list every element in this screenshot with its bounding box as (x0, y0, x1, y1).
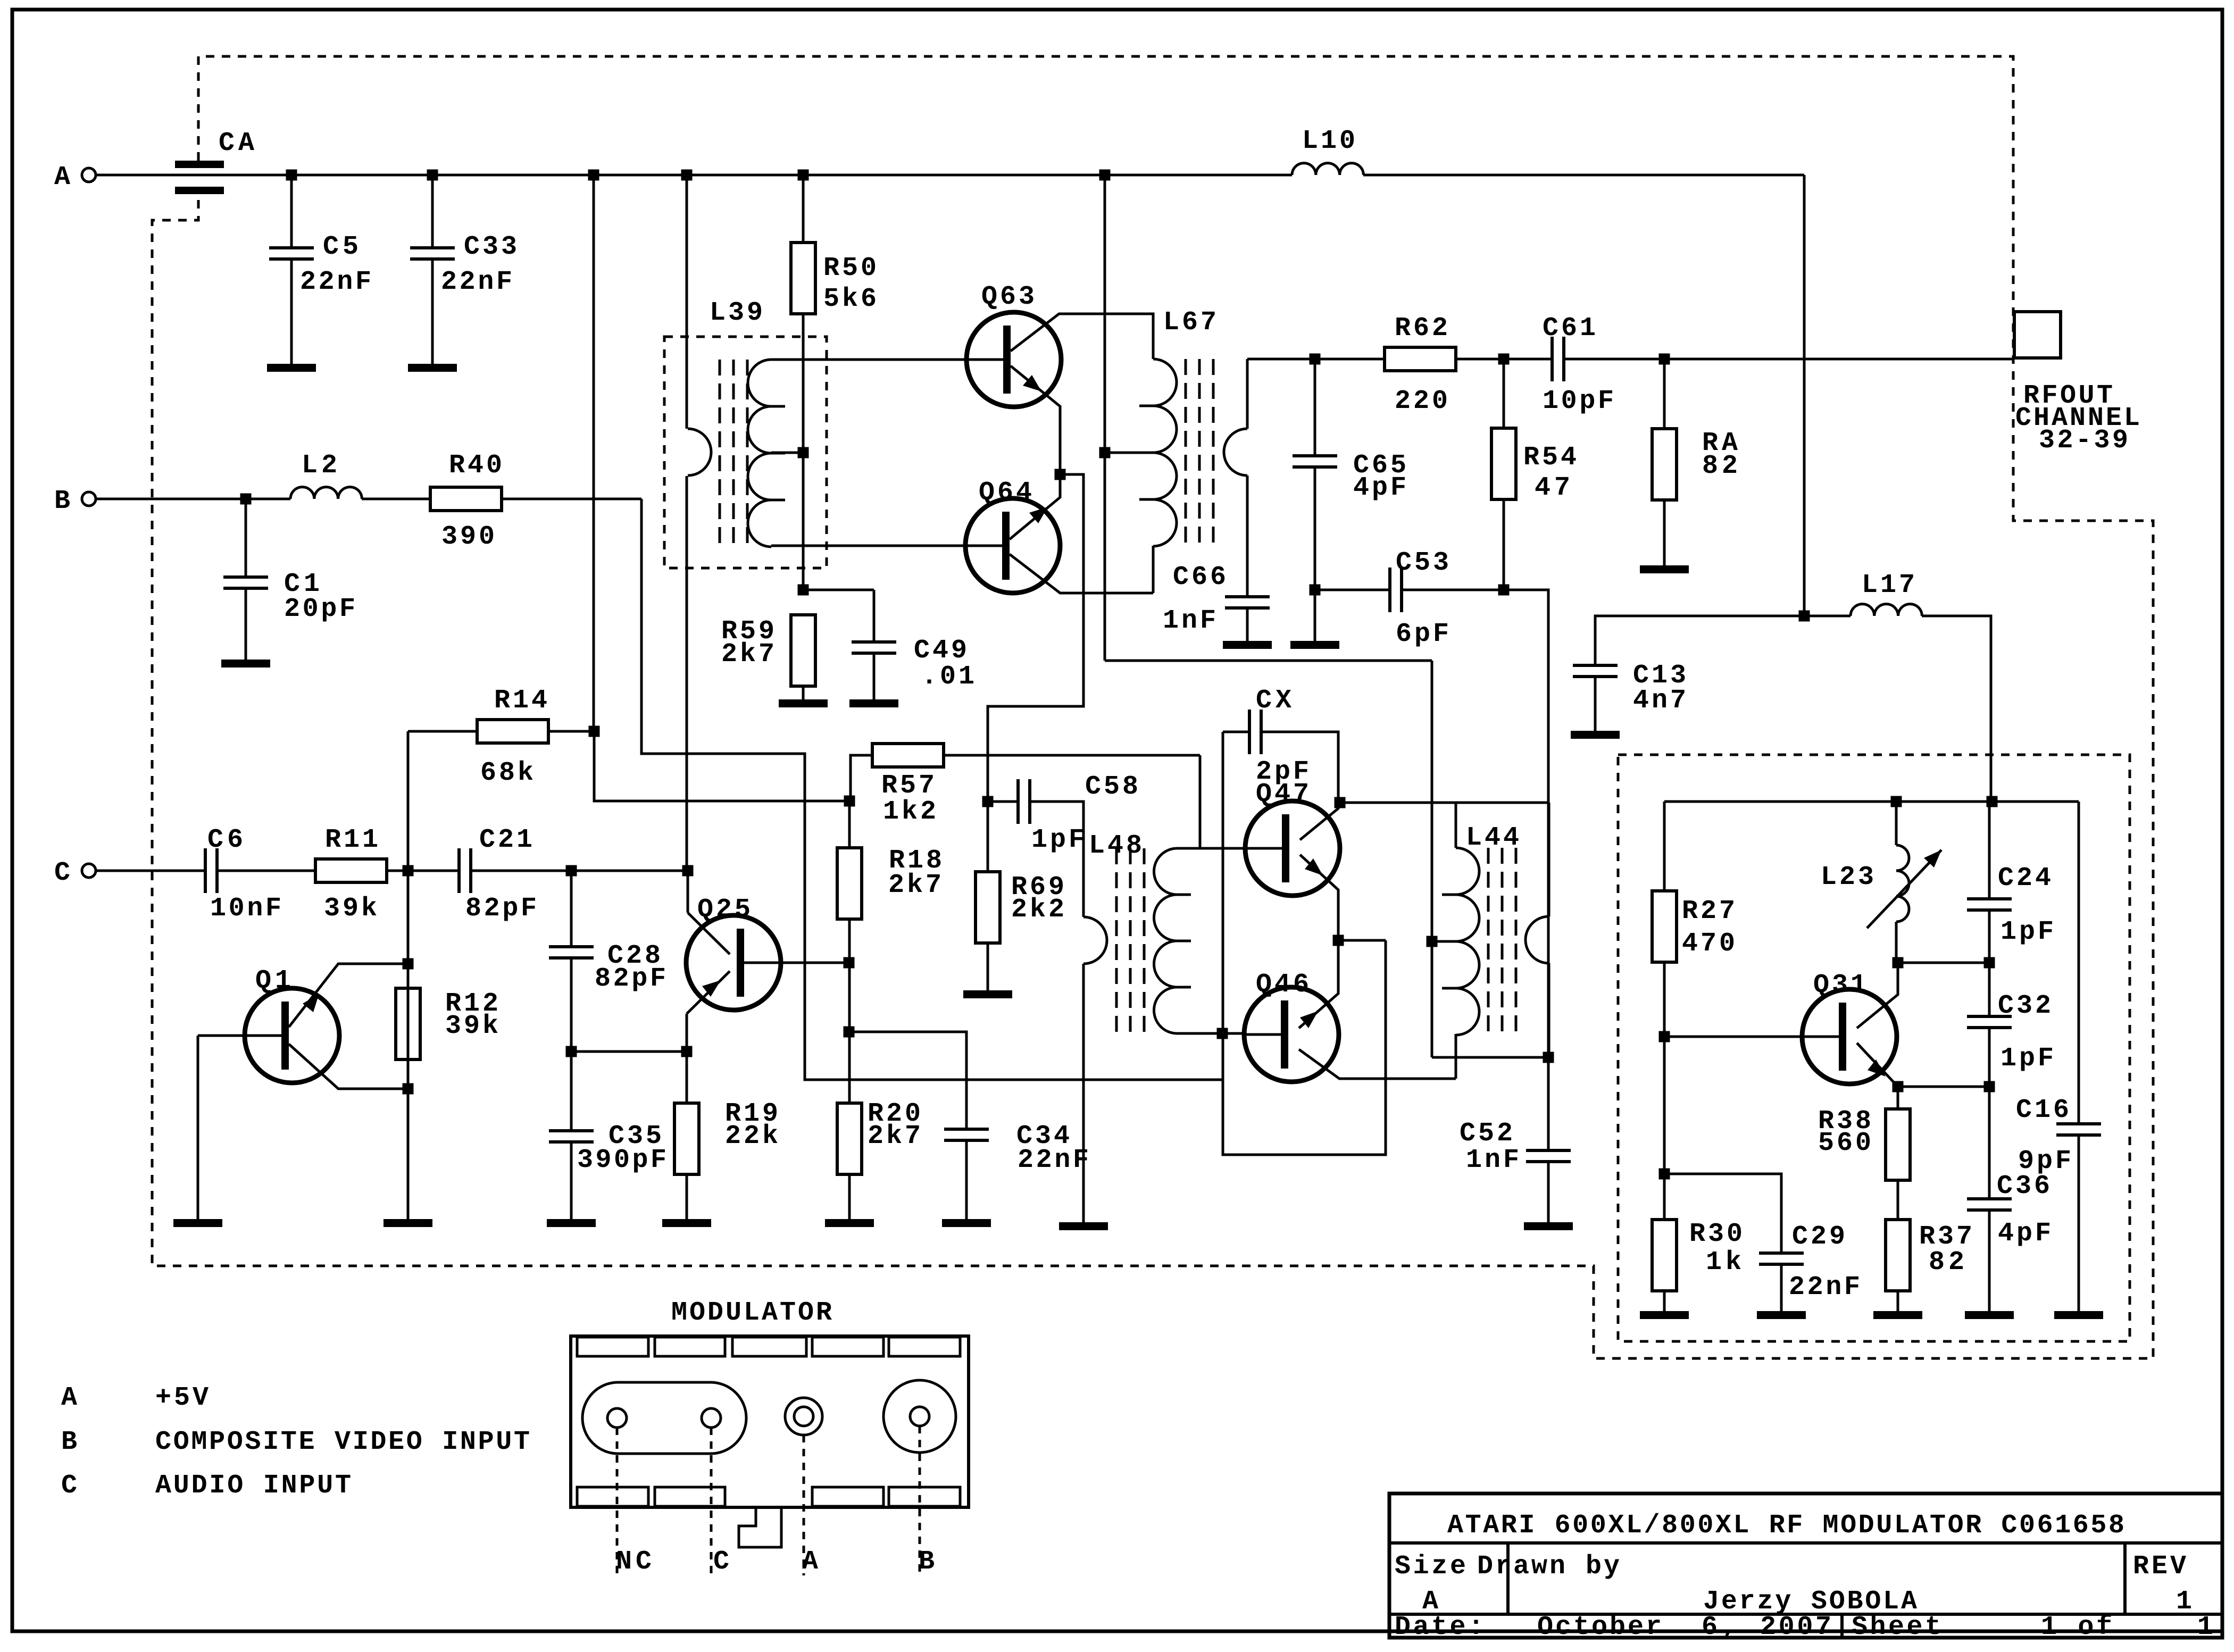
svg-text:220: 220 (1395, 386, 1448, 416)
svg-text:Q31: Q31 (1813, 970, 1866, 1000)
svg-text:1pF: 1pF (2000, 1044, 2054, 1074)
svg-text:R27: R27 (1682, 896, 1735, 927)
svg-text:R57: R57 (881, 771, 935, 801)
svg-text:390pF: 390pF (577, 1145, 666, 1175)
svg-text:B: B (919, 1547, 935, 1577)
svg-text:L44: L44 (1466, 823, 1519, 853)
svg-text:COMPOSITE VIDEO INPUT: COMPOSITE VIDEO INPUT (155, 1427, 530, 1457)
svg-text:B: B (54, 486, 70, 516)
svg-text:C35: C35 (608, 1121, 662, 1152)
svg-text:L10: L10 (1302, 126, 1355, 156)
svg-text:39k: 39k (445, 1011, 498, 1041)
svg-text:C52: C52 (1460, 1119, 1513, 1149)
svg-text:.01: .01 (921, 662, 974, 692)
svg-text:R20: R20 (868, 1099, 921, 1129)
svg-text:390: 390 (441, 522, 495, 552)
svg-text:R14: R14 (494, 686, 547, 716)
svg-text:1: 1 (2197, 1612, 2213, 1642)
svg-text:6pF: 6pF (1396, 619, 1449, 649)
svg-text:October: October (1537, 1612, 1662, 1642)
svg-text:A: A (54, 162, 70, 193)
svg-text:R50: R50 (823, 253, 877, 283)
svg-text:C21: C21 (479, 825, 532, 855)
svg-text:+5V: +5V (155, 1383, 209, 1413)
svg-text:MODULATOR: MODULATOR (671, 1298, 832, 1328)
svg-text:R30: R30 (1689, 1219, 1743, 1249)
svg-text:C13: C13 (1633, 661, 1686, 691)
svg-text:22k: 22k (725, 1121, 778, 1152)
svg-text:4pF: 4pF (1998, 1219, 2051, 1249)
svg-text:C34: C34 (1016, 1121, 1070, 1152)
svg-text:REV: REV (2133, 1551, 2186, 1582)
svg-text:39k: 39k (324, 894, 377, 924)
svg-text:L23: L23 (1821, 862, 1874, 892)
svg-text:C36: C36 (1997, 1171, 2050, 1202)
svg-text:1pF: 1pF (2000, 917, 2054, 947)
svg-text:9pF: 9pF (2018, 1146, 2071, 1177)
svg-text:C: C (54, 858, 70, 888)
svg-text:Sheet: Sheet (1852, 1612, 1941, 1642)
svg-text:CHANNEL: CHANNEL (2015, 403, 2140, 433)
svg-text:RFOUT: RFOUT (2023, 381, 2113, 411)
svg-text:C33: C33 (464, 232, 517, 262)
svg-text:R11: R11 (325, 825, 378, 855)
svg-text:4n7: 4n7 (1633, 686, 1686, 716)
svg-text:C32: C32 (1998, 991, 2051, 1021)
svg-text:C16: C16 (2016, 1095, 2069, 1125)
svg-text:C65: C65 (1353, 450, 1406, 481)
svg-text:1nF: 1nF (1466, 1145, 1519, 1175)
svg-text:C58: C58 (1085, 772, 1138, 802)
svg-text:R37: R37 (1919, 1222, 1972, 1252)
svg-text:R59: R59 (721, 616, 774, 647)
svg-text:C61: C61 (1543, 313, 1596, 344)
svg-text:C28: C28 (607, 941, 661, 971)
svg-text:2k7: 2k7 (721, 639, 774, 670)
svg-text:Q64: Q64 (979, 478, 1032, 508)
svg-text:Q63: Q63 (981, 282, 1035, 312)
svg-text:2k7: 2k7 (868, 1121, 921, 1152)
svg-text:R54: R54 (1523, 443, 1577, 473)
svg-text:Q25: Q25 (697, 895, 751, 925)
svg-text:5k6: 5k6 (823, 284, 877, 314)
svg-text:C: C (713, 1547, 729, 1577)
svg-text:2k7: 2k7 (888, 870, 941, 900)
svg-text:A: A (1422, 1587, 1438, 1617)
svg-text:1nF: 1nF (1163, 606, 1216, 636)
svg-text:R18: R18 (889, 846, 942, 876)
svg-text:68k: 68k (480, 758, 534, 788)
svg-text:L67: L67 (1163, 307, 1216, 338)
svg-text:A: A (61, 1383, 77, 1413)
svg-text:C53: C53 (1396, 548, 1449, 578)
svg-text:C29: C29 (1792, 1222, 1845, 1252)
svg-text:Q46: Q46 (1256, 970, 1309, 1000)
svg-text:R38: R38 (1818, 1106, 1871, 1137)
svg-text:L39: L39 (710, 298, 763, 328)
svg-text:32-39: 32-39 (2039, 425, 2128, 456)
svg-text:2k2: 2k2 (1011, 895, 1064, 925)
svg-text:B: B (61, 1427, 77, 1457)
svg-text:L17: L17 (1862, 570, 1915, 600)
svg-text:560: 560 (1818, 1128, 1871, 1158)
svg-text:R62: R62 (1395, 313, 1448, 344)
svg-text:R12: R12 (445, 989, 498, 1019)
svg-text:470: 470 (1682, 929, 1735, 959)
svg-text:C49: C49 (914, 636, 967, 666)
svg-text:1pF: 1pF (1031, 825, 1085, 855)
svg-text:C: C (61, 1471, 77, 1501)
svg-text:R69: R69 (1011, 872, 1064, 903)
svg-text:R40: R40 (449, 450, 502, 481)
svg-text:Date:: Date: (1395, 1612, 1484, 1642)
svg-text:C24: C24 (1998, 863, 2051, 894)
svg-text:Q47: Q47 (1256, 779, 1309, 810)
svg-text:R19: R19 (725, 1099, 778, 1129)
svg-text:2pF: 2pF (1256, 757, 1309, 787)
svg-text:1k2: 1k2 (883, 797, 936, 827)
svg-text:1: 1 (2176, 1587, 2192, 1617)
svg-text:4pF: 4pF (1353, 473, 1406, 503)
svg-text:AUDIO INPUT: AUDIO INPUT (155, 1471, 351, 1501)
svg-text:A: A (802, 1547, 818, 1577)
svg-text:C66: C66 (1173, 562, 1226, 593)
